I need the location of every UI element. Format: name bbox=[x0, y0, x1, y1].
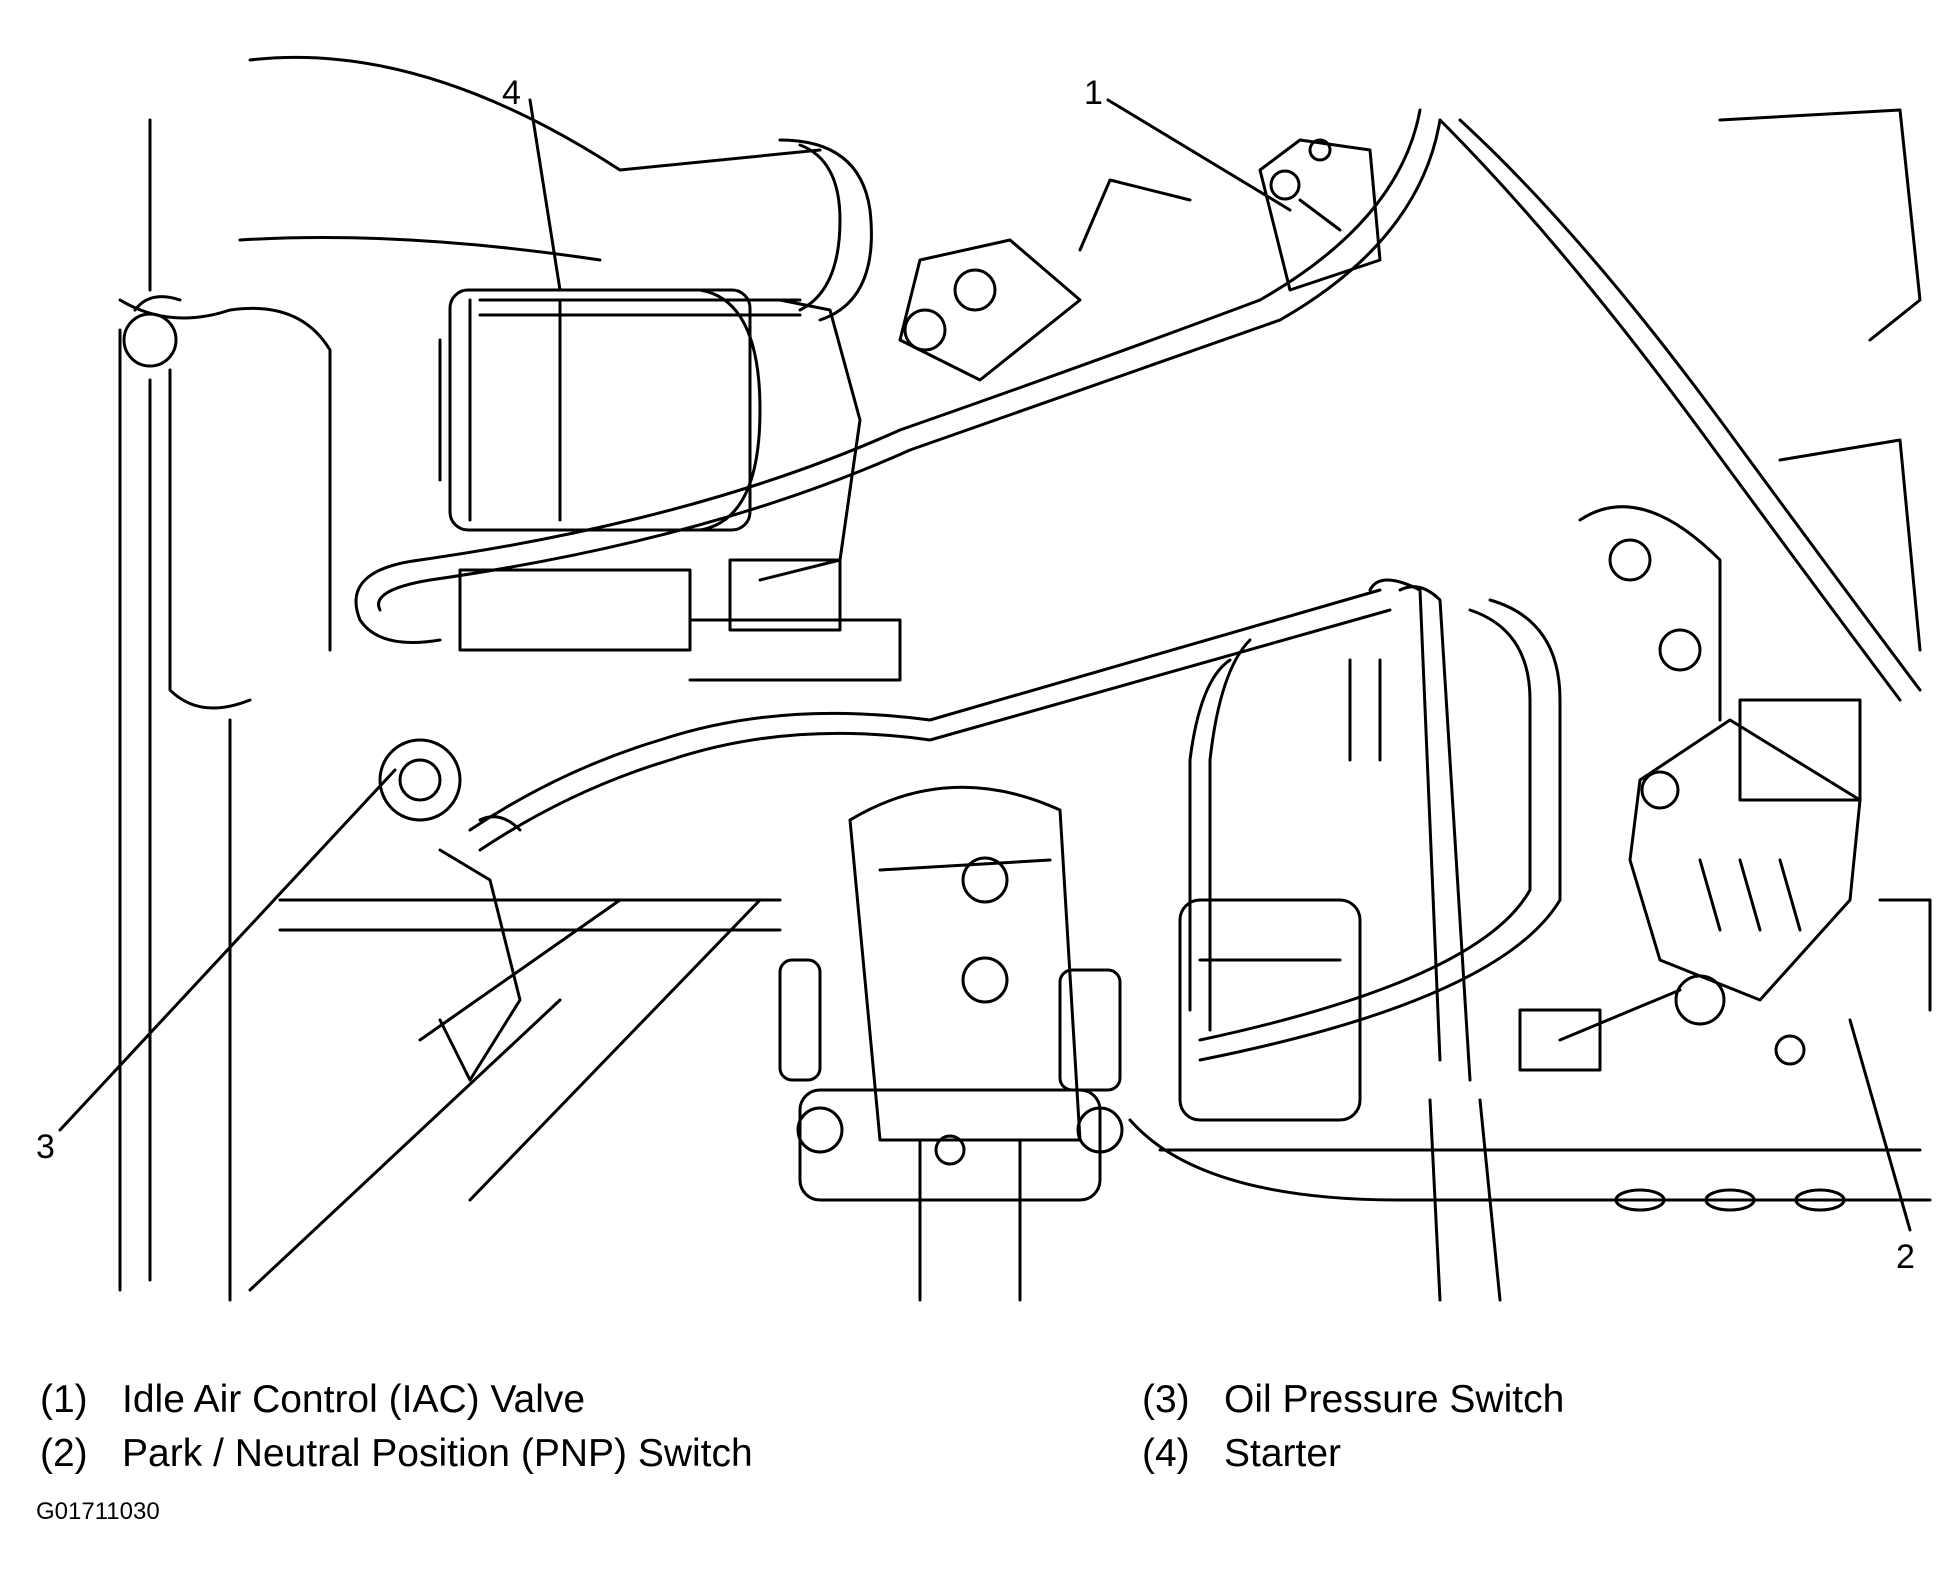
right-housing bbox=[1578, 108, 1932, 1012]
mount-bracket bbox=[898, 178, 1192, 382]
iac-valve bbox=[1258, 138, 1382, 292]
starter-motor bbox=[438, 288, 902, 682]
legend-number: (3) bbox=[1142, 1378, 1190, 1421]
oil-line bbox=[468, 588, 1392, 852]
upper-intake-tube bbox=[238, 55, 873, 322]
legend-label: Park / Neutral Position (PNP) Switch bbox=[122, 1432, 753, 1475]
legend-label: Starter bbox=[1224, 1432, 1342, 1475]
transmission-cooler-lines bbox=[1188, 578, 1562, 1302]
pnp-switch bbox=[1518, 698, 1862, 1072]
legend-label: Idle Air Control (IAC) Valve bbox=[122, 1378, 586, 1421]
oil-pressure-switch bbox=[378, 738, 522, 1082]
legend-number: (4) bbox=[1142, 1432, 1190, 1475]
wiring-harness bbox=[354, 108, 1922, 702]
legend-label: Oil Pressure Switch bbox=[1224, 1378, 1565, 1421]
callout-4: 4 bbox=[502, 74, 521, 112]
callout-leaders bbox=[58, 98, 1912, 1232]
crossmember bbox=[248, 898, 782, 1292]
legend-item-oil-pressure-switch: (3) Oil Pressure Switch bbox=[1142, 1380, 1564, 1419]
legend-number: (1) bbox=[40, 1378, 88, 1421]
callout-1: 1 bbox=[1084, 74, 1103, 112]
legend-item-iac-valve: (1) Idle Air Control (IAC) Valve bbox=[40, 1380, 585, 1419]
left-radiator-hose bbox=[118, 118, 332, 1302]
figure-id: G01711030 bbox=[36, 1498, 160, 1525]
transmission-pan bbox=[1128, 898, 1932, 1212]
callout-2: 2 bbox=[1896, 1238, 1915, 1276]
legend-number: (2) bbox=[40, 1432, 88, 1475]
engine-component-line-drawing bbox=[58, 55, 1932, 1302]
legend-item-starter: (4) Starter bbox=[1142, 1434, 1341, 1473]
legend-item-pnp-switch: (2) Park / Neutral Position (PNP) Switch bbox=[40, 1434, 753, 1473]
callout-3: 3 bbox=[36, 1128, 55, 1166]
engine-mount bbox=[778, 785, 1124, 1302]
